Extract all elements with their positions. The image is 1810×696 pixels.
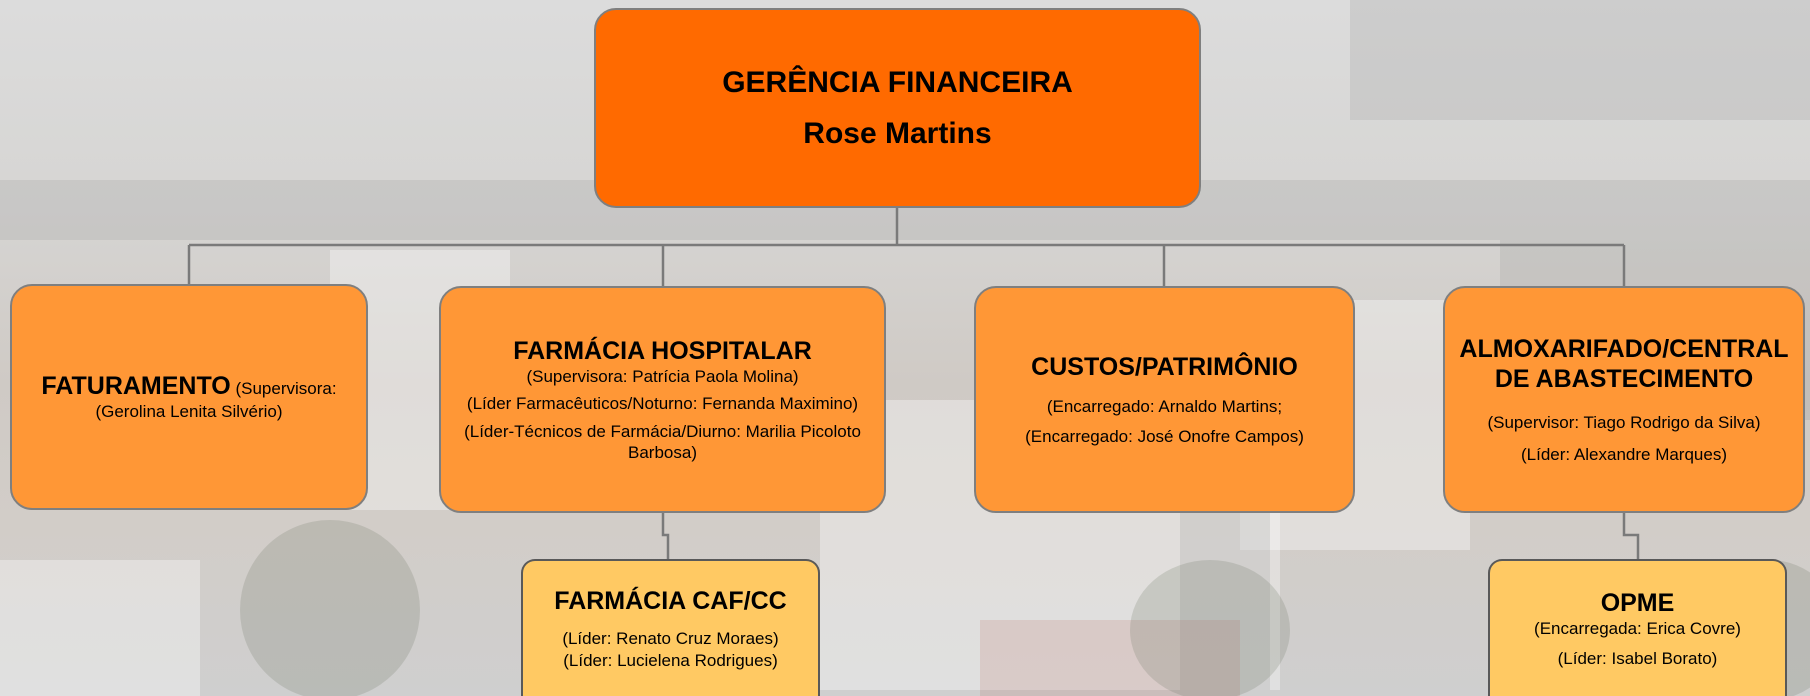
- custos-line1: (Encarregado: Arnaldo Martins;: [1046, 397, 1283, 417]
- opme-title: OPME: [1600, 589, 1675, 618]
- almox-line2: (Líder: Alexandre Marques): [1521, 444, 1727, 464]
- caf-title: FARMÁCIA CAF/CC: [554, 587, 787, 616]
- node-faturamento: FATURAMENTO (Supervisora: (Gerolina Leni…: [10, 284, 368, 510]
- almox-title: ALMOXARIFADO/CENTRAL DE ABASTECIMENTO: [1459, 335, 1789, 394]
- root-node-gerencia-financeira: GERÊNCIA FINANCEIRA Rose Martins: [594, 8, 1201, 208]
- opme-line1: (Encarregada: Erica Covre): [1534, 619, 1741, 639]
- node-custos-patrimonio: CUSTOS/PATRIMÔNIO (Encarregado: Arnaldo …: [974, 286, 1355, 513]
- caf-line1: (Líder: Renato Cruz Moraes): [562, 629, 779, 649]
- custos-title: CUSTOS/PATRIMÔNIO: [1031, 353, 1298, 382]
- faturamento-title: FATURAMENTO: [41, 372, 231, 401]
- farmacia-title: FARMÁCIA HOSPITALAR: [513, 337, 812, 365]
- connector-opme: [1622, 512, 1640, 560]
- farmacia-line2: (Líder Farmacêuticos/Noturno: Fernanda M…: [466, 394, 859, 414]
- connector-caf: [661, 512, 670, 560]
- farmacia-line3: (Líder-Técnicos de Farmácia/Diurno: Mari…: [464, 421, 861, 462]
- node-almoxarifado: ALMOXARIFADO/CENTRAL DE ABASTECIMENTO (S…: [1443, 286, 1805, 513]
- node-farmacia-caf-cc: FARMÁCIA CAF/CC (Líder: Renato Cruz Mora…: [521, 559, 820, 696]
- faturamento-line1: (Gerolina Lenita Silvério): [95, 402, 283, 422]
- caf-line2: (Líder: Lucielena Rodrigues): [563, 650, 778, 670]
- farmacia-line1: (Supervisora: Patrícia Paola Molina): [526, 367, 799, 386]
- root-title: GERÊNCIA FINANCEIRA: [722, 65, 1073, 99]
- faturamento-heading: FATURAMENTO (Supervisora:: [33, 371, 344, 401]
- custos-line2: (Encarregado: José Onofre Campos): [1025, 426, 1304, 446]
- node-opme: OPME (Encarregada: Erica Covre) (Líder: …: [1488, 559, 1787, 696]
- node-farmacia-hospitalar: FARMÁCIA HOSPITALAR (Supervisora: Patríc…: [439, 286, 886, 513]
- opme-line2: (Líder: Isabel Borato): [1557, 648, 1718, 668]
- root-name: Rose Martins: [803, 117, 992, 150]
- almox-line1: (Supervisor: Tiago Rodrigo da Silva): [1487, 413, 1761, 433]
- faturamento-inline: (Supervisora:: [230, 379, 337, 399]
